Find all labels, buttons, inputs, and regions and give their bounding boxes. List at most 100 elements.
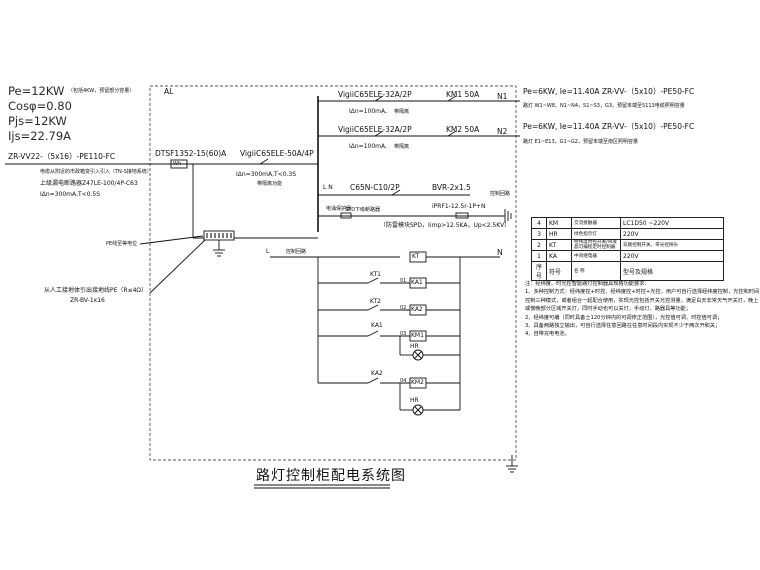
legend-cell: KT [546, 239, 572, 251]
contactor-km1-symbol [447, 95, 457, 102]
legend-cell: 中间继电器 [571, 250, 621, 262]
legend-cell: KA [546, 250, 572, 262]
pe-value: Pe=12KW [8, 84, 65, 98]
main-breaker-model: VigiiC65ELE-50A/4P [240, 149, 314, 158]
control-ln: L N [323, 184, 333, 191]
legend-cell: LC1D50 ~220V [620, 217, 724, 229]
km1-coil-label: KM1 [411, 332, 424, 339]
pjs-value: Pjs=12KW [8, 114, 67, 128]
n1-id: N1 [497, 92, 508, 101]
legend-table: 4 KM 交流接触器 LC1D50 ~220V 3 HR 绿色指示灯 220V … [531, 217, 724, 281]
n1-spec: Pe=6KW, Ie=11.40A ZR-VV-（5x10）-PE50-FC [523, 87, 695, 96]
spd-spec: （防雷模块SPD，Iimp>12.5KA，Up<2.5KV） [380, 222, 511, 229]
main-breaker-rcd: IΔn=300mA,T<0.3S [236, 171, 297, 178]
num-04: 04 [400, 378, 407, 384]
breaker-n1-symbol [374, 95, 384, 102]
legend-cell: 交流接触器 [571, 217, 621, 229]
ka2-contact [367, 377, 379, 384]
note-line: 3、具备两路独立输出，可自行选择任意回路在任意时间段内实现不少于两次开和关； [525, 323, 721, 330]
hr2-lamp-x2 [414, 406, 422, 414]
kt1-contact [367, 277, 379, 284]
legend-cell: 2 [531, 239, 547, 251]
table-row: 序号 符号 名 称 型号及规格 [531, 261, 724, 281]
spd-label-right: SPD下级断路器 [345, 207, 381, 213]
n2-rcd-note: 带隔离 [394, 144, 410, 150]
incoming-note-3: IΔn=300mA,T<0.5S [40, 191, 101, 198]
ground-leader [149, 239, 206, 294]
cabinet-boundary [149, 85, 517, 461]
kt1-label: KT1 [370, 271, 381, 278]
legend-cell: 1 [531, 250, 547, 262]
num-02: 02 [400, 305, 407, 311]
ka1-contact-label: KA1 [371, 322, 383, 329]
n1-breaker: VigiiC65ELE-32A/2P [338, 90, 412, 99]
hr1-lamp-x2 [414, 351, 422, 359]
legend-cell: 名 称 [571, 261, 621, 281]
n2-lamps: 路灯 E1~E13，G1~G2，预留末端至南区照明容量 [523, 139, 638, 145]
n1-rcd: IΔn=100mA, [349, 108, 388, 115]
legend-cell: HR [546, 228, 572, 240]
n2-contactor: KM2 50A [446, 125, 480, 134]
table-row: 3 HR 绿色指示灯 220V [531, 228, 724, 240]
pe-terminal-dots [206, 233, 232, 238]
pe-note: （包括4KW，预留部分容量） [68, 88, 135, 94]
legend-cell: 绿色指示灯 [571, 228, 621, 240]
num-01: 01 [400, 278, 407, 284]
contactor-km2-symbol [447, 130, 457, 137]
n1-lamps: 路灯 W1~W8、N1~N4，S1~S3，G3，预留末端至S113电缆照明容量 [523, 103, 685, 109]
table-row: 1 KA 中间继电器 220V [531, 250, 724, 262]
meter-symbol: Wh [173, 161, 182, 167]
incoming-note-2: 上级漏电断路器Z47LE-100/4P-C63 [40, 180, 138, 187]
drawing-title: 路灯控制柜配电系统图 [256, 468, 406, 484]
legend-cell: 220V [620, 228, 724, 240]
kt-label: KT [412, 253, 420, 260]
legend-cell: 双路控制开关，带光控探头 [620, 239, 724, 251]
hr1-label: HR [410, 343, 419, 350]
cabinet-label: AL [164, 87, 174, 96]
ka1-contact [367, 330, 379, 337]
note-line: 2、经纬度可编（同时具备士120分钟内的可调修正范围），光控值可调、时控值可调； [525, 314, 723, 321]
legend-cell: 220V [620, 250, 724, 262]
km2-coil-label: KM2 [411, 379, 424, 386]
kt2-label: KT2 [370, 298, 381, 305]
n2-rcd: IΔn=100mA, [349, 143, 388, 150]
main-breaker-note: 带隔离功能 [257, 181, 283, 187]
legend-cell: KM [546, 217, 572, 229]
num-03: 03 [400, 331, 407, 337]
control-cable: BVR-2x1.5 [432, 183, 471, 192]
legend-cell: 型号及规格 [620, 261, 724, 281]
legend-cell: 符号 [546, 261, 572, 281]
ka2-contact-label: KA2 [371, 370, 383, 377]
ka2-coil-label: KA2 [411, 306, 423, 313]
ijs-value: Ijs=22.79A [8, 129, 72, 143]
note-line: 1、多种控制方式：经纬度控+时控、经纬度控+时控+光控，用户可自行选择经纬度控制… [525, 289, 760, 313]
legend-cell: 3 [531, 228, 547, 240]
ground-cable: ZR-BV-1x16 [70, 297, 105, 304]
n1-contactor: KM1 50A [446, 90, 480, 99]
spd-breaker-box [340, 212, 352, 219]
breaker-n2-symbol [374, 130, 384, 137]
incoming-cable: ZR-VV22-（5x16）-PE110-FC [8, 152, 116, 161]
control-breaker: C65N-C10/2P [350, 183, 400, 192]
spd-model: iPRF1-12.5r-1P+N [432, 203, 486, 210]
meter-model: DTSF1352-15(60)A [155, 149, 227, 158]
legend-cell: 经纬度时控开关/带液晶可编程定时控制器 [571, 239, 621, 251]
note-line: 4、自带充电电池。 [525, 331, 570, 338]
legend-cell: 4 [531, 217, 547, 229]
ground-label: 从人工接地体引出接地线PE（R≤4Ω） [44, 287, 148, 294]
pe-leader [139, 235, 204, 245]
ka1-coil-label: KA1 [411, 279, 423, 286]
meter-box [170, 159, 188, 169]
n1-rcd-note: 带隔离 [394, 109, 410, 115]
main-breaker-symbol [259, 158, 269, 165]
notes-block: 注：经纬度、时光控智能路灯控制器具规格功能要求： 1、多种控制方式：经纬度控+时… [525, 280, 760, 339]
spd-label-left: 电涌保护器 [326, 206, 352, 212]
breaker-control-symbol [391, 189, 401, 196]
spd-module-box [455, 212, 469, 219]
n2-id: N2 [497, 127, 508, 136]
pe-bar-label: PE线至等电位 [106, 241, 138, 247]
ctrl-loop-label: 控制回路 [286, 249, 307, 255]
n2-breaker: VigiiC65ELE-32A/2P [338, 125, 412, 134]
legend-cell: 序号 [531, 261, 547, 281]
